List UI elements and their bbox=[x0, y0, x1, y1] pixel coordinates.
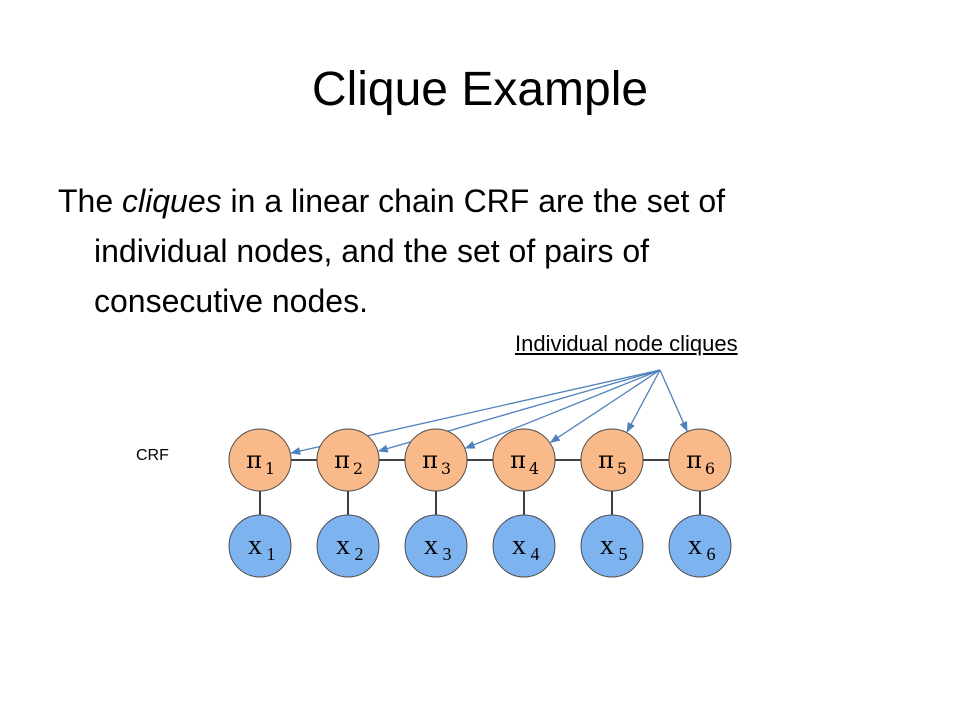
body-line-1-end: in a linear chain CRF are the set of bbox=[221, 183, 725, 219]
observed-node-subscript: 6 bbox=[707, 544, 716, 564]
crf-label: CRF bbox=[136, 447, 169, 464]
observed-node-circle bbox=[228, 514, 292, 578]
hidden-node-circle bbox=[228, 428, 292, 492]
observed-node-label: x bbox=[512, 530, 526, 561]
observed-node-circle bbox=[492, 514, 556, 578]
hidden-node-subscript: 1 bbox=[265, 459, 275, 478]
body-line-1-start: The bbox=[58, 183, 123, 219]
hidden-node-circle bbox=[404, 428, 468, 492]
slide-title: Clique Example bbox=[311, 63, 649, 116]
hidden-node-label: π bbox=[246, 446, 262, 474]
observed-node-subscript: 2 bbox=[355, 544, 364, 564]
clique-arrow bbox=[626, 369, 661, 433]
body-line-2: individual nodes, and the set of pairs o… bbox=[94, 233, 650, 269]
hidden-node-label: π bbox=[686, 446, 702, 474]
hidden-node-circle bbox=[492, 428, 556, 492]
observed-node-subscript: 4 bbox=[531, 544, 540, 564]
hidden-node-circle bbox=[668, 428, 732, 492]
observed-node-label: x bbox=[688, 530, 702, 561]
annotation-label: Individual node cliques bbox=[515, 331, 738, 356]
observed-node-circle bbox=[404, 514, 468, 578]
hidden-node-label: π bbox=[510, 446, 526, 474]
hidden-node-subscript: 5 bbox=[617, 459, 627, 478]
body-line-3: consecutive nodes. bbox=[94, 283, 368, 319]
hidden-node-label: π bbox=[422, 446, 438, 474]
hidden-node-circle bbox=[316, 428, 380, 492]
observed-node-subscript: 3 bbox=[443, 544, 452, 564]
hidden-node-subscript: 3 bbox=[441, 459, 451, 478]
hidden-node-subscript: 6 bbox=[705, 459, 715, 478]
observed-node-circle bbox=[668, 514, 732, 578]
observed-node-label: x bbox=[336, 530, 350, 561]
clique-arrow bbox=[464, 369, 661, 449]
clique-arrow bbox=[659, 369, 688, 432]
hidden-node-circle bbox=[580, 428, 644, 492]
hidden-node-subscript: 2 bbox=[353, 459, 363, 478]
body-emphasis: cliques bbox=[122, 183, 222, 219]
observed-node-label: x bbox=[600, 530, 614, 561]
hidden-node-label: π bbox=[334, 446, 350, 474]
observed-node-circle bbox=[580, 514, 644, 578]
observed-node-label: x bbox=[248, 530, 262, 561]
hidden-node-label: π bbox=[598, 446, 614, 474]
observed-node-subscript: 5 bbox=[619, 544, 628, 564]
clique-arrow bbox=[549, 369, 661, 443]
hidden-node-subscript: 4 bbox=[529, 459, 539, 478]
observed-node-subscript: 1 bbox=[267, 544, 276, 564]
body-line-1: The cliques in a linear chain CRF are th… bbox=[58, 176, 898, 226]
observed-node-circle bbox=[316, 514, 380, 578]
slide-body: The cliques in a linear chain CRF are th… bbox=[58, 176, 898, 326]
observed-node-label: x bbox=[424, 530, 438, 561]
